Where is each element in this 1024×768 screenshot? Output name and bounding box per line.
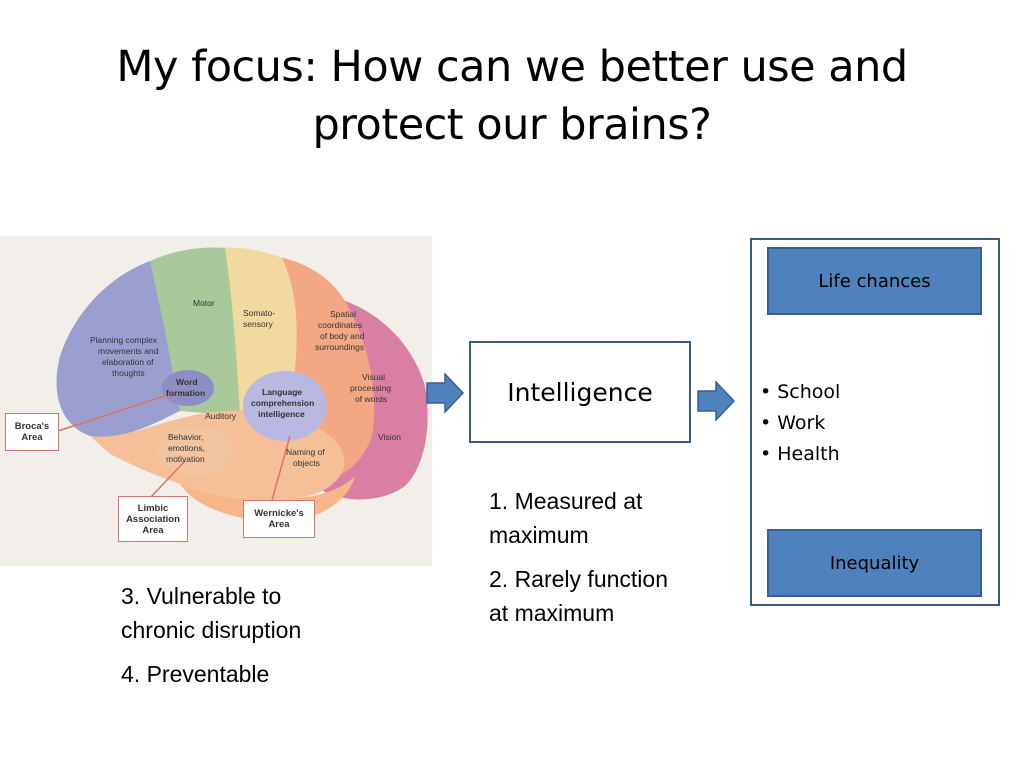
intelligence-box: Intelligence [469,341,691,443]
label-language-2: comprehension [251,398,314,408]
intelligence-label: Intelligence [507,377,653,407]
label-somato-1: Somato- [243,308,275,318]
arrow-right-icon [697,381,735,421]
outcomes-list: School Work Health [760,377,840,470]
broca-label-2: Area [21,432,43,443]
label-word-2: formation [166,388,205,398]
label-somato-2: sensory [243,319,274,329]
wernicke-label-2: Area [268,519,290,530]
note-measured: 1. Measured at maximum [489,488,643,548]
region-limbic [157,426,233,476]
list-item: Health [760,439,840,470]
list-item: Work [760,408,840,439]
label-behavior-3: motivation [166,454,205,464]
label-behavior-2: emotions, [168,443,205,453]
region-labels: Motor Somato- sensory Spatial coordinate… [90,298,401,468]
note-preventable: 4. Preventable [121,661,270,687]
label-language-1: Language [262,387,302,397]
vulnerability-notes: 3. Vulnerable to chronic disruption 4. P… [121,579,361,701]
inequality-box: Inequality [767,529,982,597]
note-rarely-function: 2. Rarely function at maximum [489,566,668,626]
wernicke-callout: Wernicke's Area [243,500,315,538]
label-planning-3: elaboration of [102,357,154,367]
label-visual-2: processing [350,383,391,393]
brain-diagram: Motor Somato- sensory Spatial coordinate… [0,236,432,566]
region-word-formation [162,370,214,406]
label-vision: Vision [378,432,401,442]
limbic-callout: Limbic Association Area [118,496,188,542]
broca-callout: Broca's Area [5,413,59,451]
label-visual-1: Visual [362,372,385,382]
label-behavior-1: Behavior, [168,432,203,442]
list-item: School [760,377,840,408]
label-spatial-2: coordinates [318,320,362,330]
label-naming-1: Naming of [286,447,325,457]
broca-leader [54,390,181,433]
note-vulnerable: 3. Vulnerable to chronic disruption [121,583,302,643]
region-frontal [56,261,180,437]
broca-label-1: Broca's [14,421,50,432]
limbic-label-3: Area [142,524,164,536]
label-naming-2: objects [293,458,320,468]
brain-illustration: Motor Somato- sensory Spatial coordinate… [0,236,432,566]
label-auditory: Auditory [205,411,237,421]
region-language [243,371,327,441]
label-spatial-1: Spatial [330,309,356,319]
label-planning-1: Planning complex [90,335,158,345]
label-spatial-4: surroundings [315,342,364,352]
wernicke-label-1: Wernicke's [254,508,304,519]
life-chances-label: Life chances [818,270,931,292]
arrow-right-icon [426,373,464,413]
label-spatial-3: of body and [320,331,365,341]
label-planning-2: movements and [98,346,159,356]
inequality-label: Inequality [829,552,920,574]
limbic-label-1: Limbic [137,502,169,514]
label-language-3: intelligence [258,409,305,419]
wernicke-leader [271,435,291,501]
label-visual-3: of words [355,394,387,404]
life-chances-box: Life chances [767,247,982,315]
limbic-label-2: Association [126,513,180,525]
label-planning-4: thoughts [112,368,145,378]
label-word-1: Word [176,377,198,387]
limbic-leader [149,460,186,499]
slide-title: My focus: How can we better use and prot… [116,42,908,150]
label-motor: Motor [193,298,215,308]
measurement-notes: 1. Measured at maximum 2. Rarely functio… [489,484,689,640]
